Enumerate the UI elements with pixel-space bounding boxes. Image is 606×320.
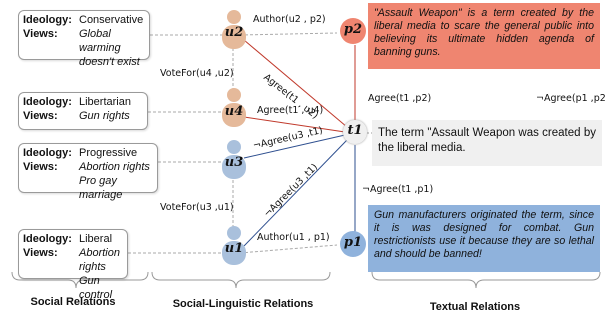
brace-social [11, 271, 149, 289]
node-p1 [340, 231, 366, 257]
edge-label-not-agree-p1-p2: ¬Agree(p1 ,p2) [536, 93, 606, 104]
ideology-label: Ideology: [23, 14, 72, 26]
post-p2-text: "Assault Weapon" is a term created by th… [368, 3, 600, 69]
view-item: Global warming [79, 28, 121, 54]
edge-label-agree-t1-u4: Agree(t1 , u4) [257, 105, 324, 116]
edge-author-u2-p2 [239, 32, 338, 36]
views-label: Views: [23, 247, 58, 259]
edge-not-agree-u3-t1 [243, 134, 346, 159]
node-p2 [340, 18, 366, 44]
ideology-label: Ideology: [23, 233, 72, 245]
node-u3-label: u3 [224, 155, 244, 170]
node-p1-label: p1 [343, 235, 363, 250]
node-u1-label: u1 [224, 241, 244, 256]
edge-author-u1-p1 [239, 244, 338, 254]
node-p2-label: p2 [343, 22, 363, 37]
edge-label-votefor-u4-u2: VoteFor(u4 ,u2) [160, 68, 234, 79]
ideology-value: Progressive [79, 147, 138, 159]
views-label: Views: [23, 28, 58, 40]
node-u4-label: u4 [224, 104, 244, 119]
ideology-value: Liberal [79, 233, 113, 245]
user-box-conservative: Ideology: Conservative Views: Global warmi… [18, 10, 150, 68]
views-label: Views: [23, 161, 58, 173]
node-t1 [343, 120, 367, 144]
edge-label-votefor-u3-u1: VoteFor(u3 ,u1) [160, 202, 234, 213]
view-item: doesn't exist [79, 56, 140, 68]
post-p1-text: Gun manufacturers originated the term, s… [368, 205, 600, 272]
view-item: Abortion rights [79, 247, 120, 273]
views-label: Views: [23, 110, 58, 122]
edge-label-author-u1-p1: Author(u1 , p1) [257, 232, 330, 243]
user-box-liberal: Ideology: Liberal Views: Abortion rights G… [18, 229, 128, 301]
view-item: Gun control [79, 275, 113, 301]
section-textual: Textual Relations [429, 301, 521, 313]
ideology-value: Libertarian [79, 96, 131, 108]
view-item: Pro gay marriage [79, 175, 123, 201]
ideology-value: Conservative [79, 14, 144, 26]
ideology-label: Ideology: [23, 147, 72, 159]
brace-textual [371, 271, 601, 289]
user-node-u4-icon [222, 88, 246, 127]
edge-agree-t1-u2 [243, 39, 348, 128]
user-box-libertarian: Ideology: Libertarian Views: Gun rights [18, 92, 148, 130]
edge-label-not-agree-t1-p1: ¬Agree(t1 ,p1) [362, 184, 434, 195]
edge-label-author-u2-p2: Author(u2 , p2) [253, 14, 326, 25]
user-box-progressive: Ideology: Progressive Views: Abortion righ… [18, 143, 158, 201]
node-t1-label: t1 [347, 123, 363, 138]
edge-agree-t1-u4 [243, 116, 346, 133]
view-item: Gun rights [79, 110, 130, 122]
user-node-u2-icon [222, 10, 246, 49]
view-item: Abortion rights [79, 161, 150, 173]
node-u2-label: u2 [224, 25, 244, 40]
section-social: Social Relations [30, 296, 116, 308]
edge-not-agree-u1-t1 [243, 139, 348, 247]
tweet-t1-text: The term "Assault Weapon was created by … [372, 120, 602, 166]
section-social-linguistic: Social-Linguistic Relations [172, 298, 314, 310]
user-node-u3-icon [222, 140, 246, 179]
user-node-u1-icon [222, 226, 246, 265]
edge-label-agree-t1-p2: Agree(t1 ,p2) [368, 93, 432, 104]
ideology-label: Ideology: [23, 96, 72, 108]
brace-social-linguistic [151, 271, 331, 289]
